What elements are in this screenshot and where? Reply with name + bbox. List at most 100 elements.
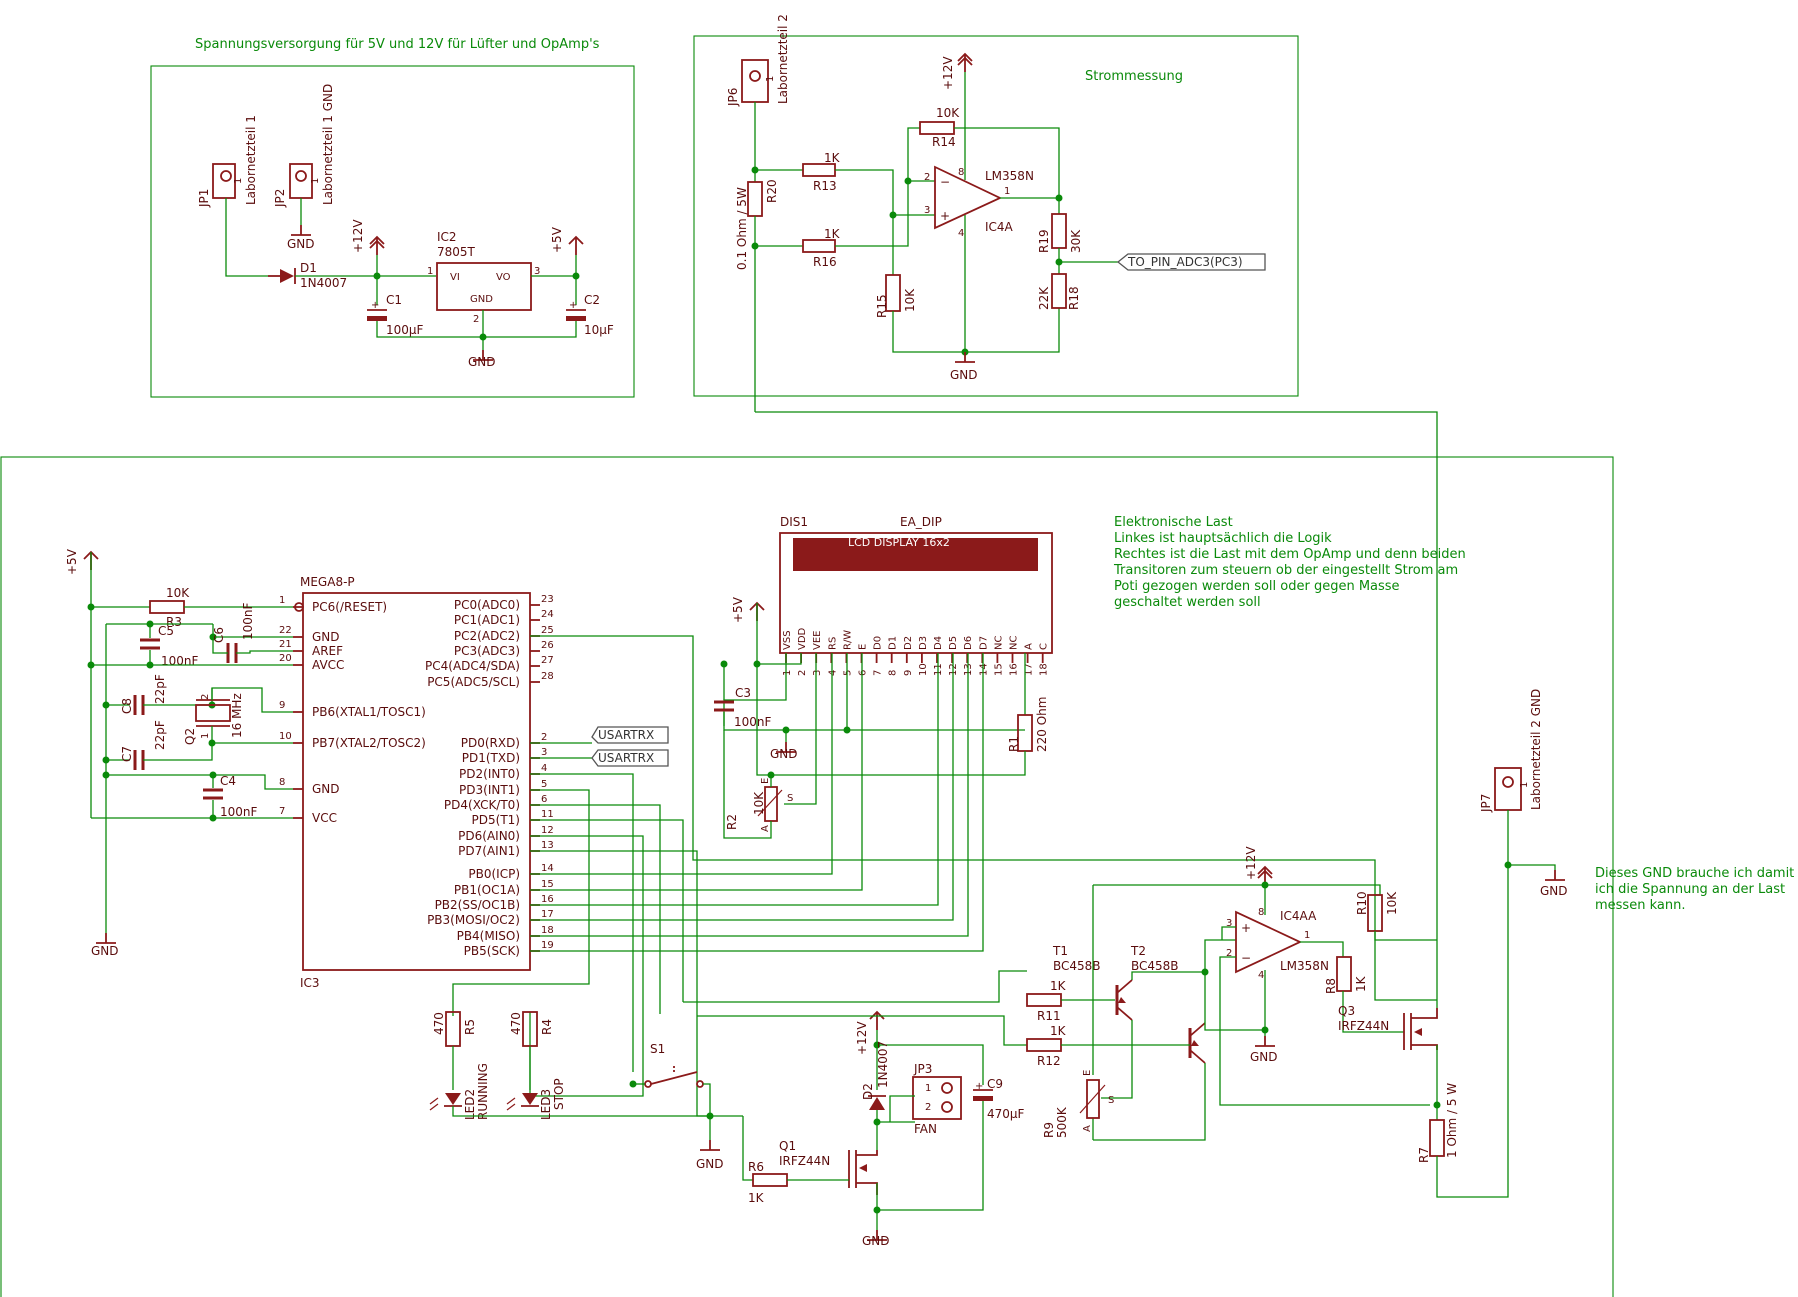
q1-mosfet: Q1 IRFZ44N bbox=[779, 1139, 878, 1195]
c5-ref: C5 bbox=[158, 624, 174, 638]
d2-value: 1N4007 bbox=[876, 1041, 890, 1088]
lcd-pin-name: R/W bbox=[842, 630, 853, 650]
mcu-pin-number: 17 bbox=[541, 909, 554, 920]
mcu-pin-number: 27 bbox=[541, 655, 554, 666]
q2-ref: Q2 bbox=[183, 728, 197, 745]
r2-pin-a: A bbox=[760, 825, 771, 832]
jp6-pin: 1 bbox=[765, 76, 776, 82]
lcd-pin-name: A bbox=[1024, 643, 1035, 650]
d1-ref: D1 bbox=[300, 261, 317, 275]
mcu-pin-number: 4 bbox=[541, 763, 547, 774]
lcd-pin-name: VEE bbox=[812, 631, 823, 650]
lcd-pin-name: VDD bbox=[797, 627, 808, 650]
c1-plus: + bbox=[371, 300, 379, 311]
load-note-4: Poti gezogen werden soll oder gegen Mass… bbox=[1114, 579, 1400, 594]
mcu-pin-number: 8 bbox=[279, 777, 285, 788]
led2: LED2 RUNNING bbox=[429, 1063, 490, 1120]
mcu-pin-number: 7 bbox=[279, 806, 285, 817]
ic4a-gnd: GND bbox=[950, 368, 978, 382]
ic4aa-opamp: + − 3 2 1 8 4 IC4AA LM358N bbox=[1226, 907, 1329, 981]
c1-ref: C1 bbox=[386, 293, 402, 307]
ic2-vi: VI bbox=[450, 272, 460, 283]
fan-section: +12V D2 1N4007 JP3 1 2 FAN + C9 470µF bbox=[742, 1011, 1025, 1248]
q2-pin2: 2 bbox=[200, 694, 211, 700]
lcd-pin-number: 18 bbox=[1039, 663, 1050, 676]
mcu-pin-number: 12 bbox=[541, 825, 554, 836]
lcd-pin-name: NC bbox=[1009, 636, 1020, 650]
r3-ref: R3 bbox=[166, 615, 182, 629]
r20-value: 0.1 Ohm / 5W bbox=[735, 187, 749, 270]
mcu-pin-number: 20 bbox=[279, 653, 292, 664]
mcu-right-pins: 23PC0(ADC0)24PC1(ADC1)25PC2(ADC2)26PC3(A… bbox=[425, 594, 554, 958]
mcu-pin-number: 15 bbox=[541, 879, 554, 890]
t1-transistor: T1 BC458B bbox=[1052, 944, 1133, 1021]
r6-ref: R6 bbox=[748, 1160, 764, 1174]
current-section: JP6 Labornetzteil 2 1 R20 0.1 Ohm / 5W 1… bbox=[726, 14, 1438, 1008]
mcu-pin-number: 28 bbox=[541, 671, 554, 682]
ic4a-pin1: 1 bbox=[1004, 186, 1010, 197]
c8-value: 22pF bbox=[153, 674, 167, 704]
r1-ref: R1 bbox=[1007, 736, 1021, 752]
mcu-pin-left: 8 GND bbox=[279, 777, 340, 796]
jp3-fan: FAN bbox=[914, 1122, 937, 1136]
mcu-pin-left: 9 PB6(XTAL1/TOSC1) bbox=[279, 700, 426, 719]
ic4a-ref: IC4A bbox=[985, 220, 1014, 234]
supply-section: JP1 Labornetzteil 1 1 JP2 Labornetzteil … bbox=[197, 84, 614, 369]
r19-resistor: R19 30K bbox=[1037, 213, 1083, 253]
r10-ref: R10 bbox=[1355, 891, 1369, 915]
mcu-pin-right: 2 PD0(RXD) bbox=[461, 732, 548, 750]
mcu-pin-number: 2 bbox=[541, 732, 547, 743]
mcu-pin-name: PD4(XCK/T0) bbox=[444, 798, 520, 812]
r9-pin-e: E bbox=[1082, 1070, 1093, 1076]
r15-resistor: R15 10K bbox=[875, 274, 917, 318]
c5-value: 100nF bbox=[161, 654, 199, 668]
r10-resistor: R10 10K bbox=[1355, 891, 1399, 932]
mcu-pin-name: PB4(MISO) bbox=[457, 929, 520, 943]
mcu-pin-name: GND bbox=[312, 782, 340, 796]
logic-section: +5V GND 10K R3 C5 100nF bbox=[65, 548, 743, 1171]
r16-value: 1K bbox=[824, 227, 841, 241]
mcu-pin-name: PD6(AIN0) bbox=[458, 829, 520, 843]
mcu-pin-number: 13 bbox=[541, 840, 554, 851]
logic-5v-label: +5V bbox=[65, 548, 79, 575]
r18-resistor: 22K R18 bbox=[1037, 273, 1081, 310]
lcd-pin-name: D1 bbox=[888, 636, 899, 650]
lcd-pin-number: 8 bbox=[888, 670, 899, 676]
r4-value: 470 bbox=[509, 1012, 523, 1035]
mcu-pin-number: 24 bbox=[541, 609, 554, 620]
mcu-pin-name: PB6(XTAL1/TOSC1) bbox=[312, 705, 426, 719]
lcd-pin-number: 15 bbox=[993, 663, 1004, 676]
ic4aa-value: LM358N bbox=[1280, 959, 1329, 973]
r4-resistor: 470 R4 bbox=[509, 1011, 554, 1047]
r12-ref: R12 bbox=[1037, 1054, 1061, 1068]
r6-resistor: R6 1K bbox=[748, 1160, 788, 1205]
s1-switch[interactable]: S1 bbox=[644, 1042, 704, 1088]
r8-value: 1K bbox=[1354, 975, 1368, 992]
ic4a-pin8: 8 bbox=[958, 167, 964, 178]
mcu-pin-name: AVCC bbox=[312, 658, 344, 672]
mcu-pin-number: 16 bbox=[541, 894, 554, 905]
mcu-pin-left: 20 AVCC bbox=[279, 653, 344, 672]
mcu-pin-name: PD0(RXD) bbox=[461, 736, 520, 750]
lcd-title: LCD DISPLAY 16x2 bbox=[848, 536, 950, 549]
c2-value: 10µF bbox=[584, 323, 614, 337]
mcu-pin-number: 23 bbox=[541, 594, 554, 605]
led3: LED3 STOP bbox=[506, 1078, 566, 1120]
r11-resistor: 1K R11 bbox=[1026, 979, 1067, 1023]
r9-potentiometer: R9 500K E S A bbox=[1042, 1070, 1114, 1138]
lcd-pin-name: NC bbox=[993, 636, 1004, 650]
lcd-pin-name: D2 bbox=[903, 636, 914, 650]
mcu-pin-name: PB3(MOSI/OC2) bbox=[427, 913, 520, 927]
mcu-pin-number: 9 bbox=[279, 700, 285, 711]
r10-value: 10K bbox=[1385, 891, 1399, 915]
gnd-note: Dieses GND brauche ich damit ich die Spa… bbox=[1595, 866, 1794, 913]
led2-ref: LED2 bbox=[463, 1089, 477, 1120]
c9-capacitor: + C9 470µF bbox=[973, 1077, 1025, 1121]
r13-ref: R13 bbox=[813, 179, 837, 193]
